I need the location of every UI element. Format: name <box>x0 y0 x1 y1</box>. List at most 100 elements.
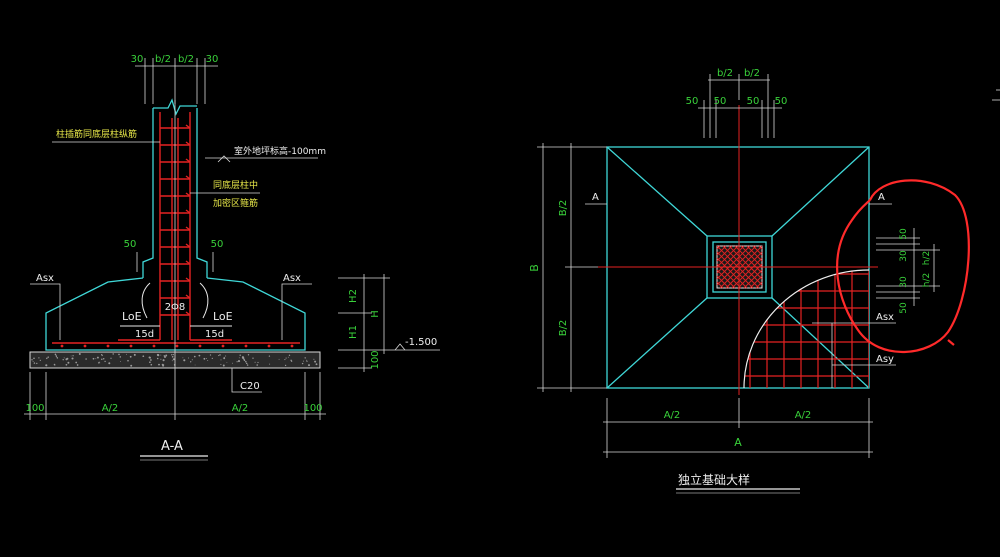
speckle-119 <box>101 354 103 357</box>
speckle-108 <box>31 359 33 361</box>
speckle-65 <box>314 361 316 363</box>
speckle-63 <box>158 363 160 366</box>
speckle-49 <box>133 353 136 356</box>
col-hatch-b-2 <box>749 275 763 289</box>
speckle-45 <box>62 359 64 361</box>
diagonal-top-right <box>771 146 870 237</box>
speckle-9 <box>85 358 87 360</box>
speckle-129 <box>104 360 106 363</box>
elevation-label: -1.500 <box>405 337 437 348</box>
stirrup-hook-11 <box>185 311 191 316</box>
column-left-edge <box>142 108 154 278</box>
speckle-89 <box>76 364 79 366</box>
speckle-91 <box>198 354 201 357</box>
speckle-124 <box>63 357 65 359</box>
speckle-92 <box>306 360 308 362</box>
speckle-85 <box>301 362 304 365</box>
speckle-33 <box>165 354 168 357</box>
height-dim-h1: H1 <box>348 325 359 339</box>
col-hatch-b-4 <box>737 263 763 289</box>
col-hatch-a-9 <box>728 245 763 280</box>
loe-curve-right <box>199 282 209 319</box>
speckle-139 <box>231 362 233 364</box>
right-dim-h-half-bottom: h/2 <box>922 273 932 287</box>
plan-top-dim-50-4: 50 <box>775 96 788 107</box>
speckle-105 <box>119 356 122 358</box>
speckle-64 <box>46 357 48 360</box>
plan-top-dim-b-half-right: b/2 <box>744 68 760 79</box>
plan-bottom-dim-a-half-left: A/2 <box>664 410 681 421</box>
speckle-1 <box>101 358 103 361</box>
speckle-39 <box>269 363 271 365</box>
col-hatch-b-14 <box>716 245 721 250</box>
speckle-94 <box>66 357 69 360</box>
speckle-82 <box>129 355 132 358</box>
mat-dot-4 <box>152 344 156 348</box>
section-top-dimensions <box>135 58 218 104</box>
asx-leader-right <box>281 283 312 340</box>
section-mark-left: A <box>592 192 599 203</box>
speckle-122 <box>57 357 59 359</box>
speckle-46 <box>33 362 36 364</box>
speckle-14 <box>54 364 56 366</box>
plan-left-dims <box>537 143 607 392</box>
right-dim-h-half-top: h/2 <box>922 251 932 265</box>
speckle-11 <box>313 358 315 360</box>
top-dim-30-left: 30 <box>131 54 144 65</box>
col-hatch-a-13 <box>752 245 763 256</box>
stirrup-hook-0 <box>185 124 191 129</box>
mat-dot-2 <box>106 344 110 348</box>
section-height-dims <box>338 274 440 372</box>
speckle-22 <box>160 358 162 360</box>
speckle-16 <box>203 357 206 360</box>
mat-dot-3 <box>129 344 133 348</box>
speckle-137 <box>173 358 175 361</box>
note-stirrup-2: 加密区箍筋 <box>213 197 258 209</box>
col-hatch-b-12 <box>716 245 733 262</box>
plan-title: 独立基础大样 <box>678 472 750 487</box>
speckle-20 <box>304 357 306 359</box>
speckle-41 <box>171 354 173 356</box>
mat-dot-7 <box>221 344 225 348</box>
col-hatch-a-1 <box>716 281 724 289</box>
speckle-78 <box>288 354 291 356</box>
stirrup-hook-9 <box>185 277 191 282</box>
speckle-125 <box>149 356 151 359</box>
note-stirrup-1: 同底层柱中 <box>213 179 258 191</box>
footing-profile <box>45 277 306 351</box>
column-break-line <box>153 98 197 116</box>
loe-label-right: LoE <box>213 310 233 323</box>
asy-label: Asy <box>876 354 894 365</box>
speckle-62 <box>245 362 248 365</box>
col-hatch-a-8 <box>722 245 763 286</box>
speckle-26 <box>245 360 247 363</box>
speckle-57 <box>150 359 152 361</box>
speckle-35 <box>75 361 78 364</box>
speckle-120 <box>47 356 49 358</box>
col-hatch-b-13 <box>716 245 727 256</box>
col-hatch-b-1 <box>755 281 763 289</box>
speckle-17 <box>218 355 220 357</box>
diagonal-bottom-right <box>771 297 870 389</box>
speckle-84 <box>284 364 287 367</box>
right-dim-50-top: 50 <box>899 228 909 240</box>
speckle-81 <box>39 359 41 361</box>
plan-left-dim-b-half-bottom: B/2 <box>558 320 569 337</box>
asx-label: Asx <box>876 312 894 323</box>
speckle-83 <box>171 355 174 358</box>
plan-bottom-dim-a-total: A <box>734 436 742 449</box>
speckle-136 <box>238 357 240 359</box>
stirrup-hook-4 <box>185 192 191 197</box>
speckle-43 <box>70 355 72 357</box>
speckle-138 <box>36 362 38 365</box>
grade-symbol <box>217 155 231 163</box>
mat-dot-8 <box>244 344 248 348</box>
speckle-111 <box>222 364 225 367</box>
footing-outline <box>45 277 306 351</box>
col-hatch-b-6 <box>725 251 763 289</box>
col-hatch-a-2 <box>716 275 730 289</box>
bottom-dim-100-left: 100 <box>25 403 44 414</box>
speckle-30 <box>33 357 35 360</box>
col-hatch-a-3 <box>716 269 736 289</box>
